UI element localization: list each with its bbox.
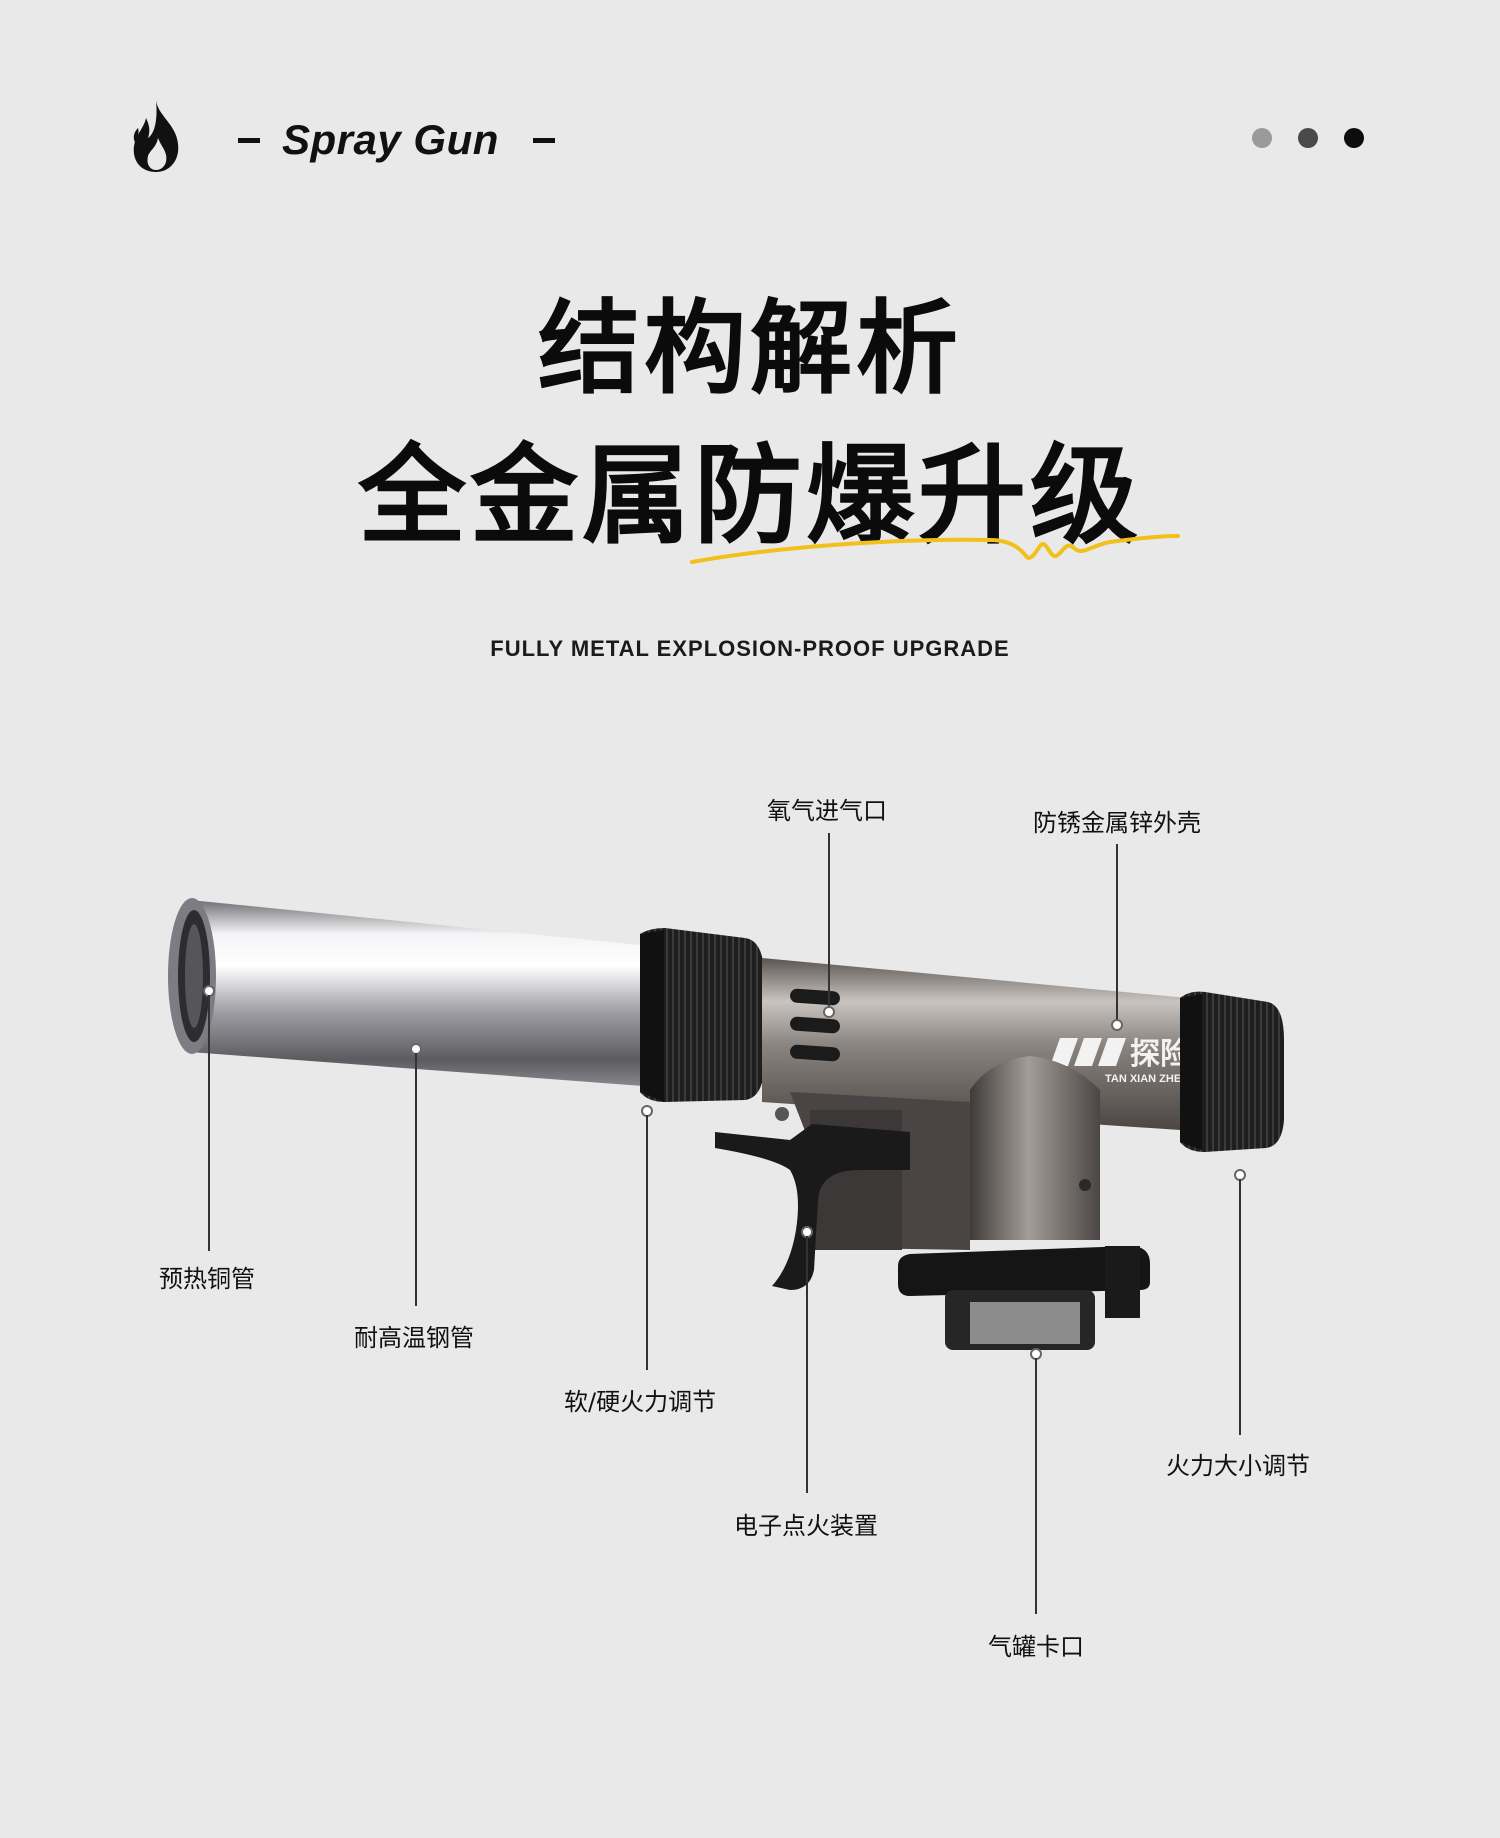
label-steel-tube: 耐高温钢管: [354, 1324, 474, 1352]
flame-icon: [133, 100, 179, 172]
label-preheat-tube: 预热铜管: [159, 1265, 255, 1293]
brand-text: Spray Gun: [282, 116, 499, 163]
leader-zinc-shell: [1116, 844, 1118, 1022]
leader-gas-mount: [1035, 1358, 1037, 1614]
leader-soft-hard-flame: [646, 1115, 648, 1370]
label-flame-size: 火力大小调节: [1166, 1452, 1310, 1480]
label-ignition: 电子点火装置: [734, 1512, 878, 1540]
leader-flame-size: [1239, 1179, 1241, 1435]
label-soft-hard-flame: 软/硬火力调节: [564, 1388, 717, 1416]
pagination-dots: [1252, 128, 1364, 148]
tanxianzhe-logo: 探险者 TAN XIAN ZHE: [1050, 1037, 1220, 1085]
pagination-dot-1[interactable]: [1252, 128, 1272, 148]
page-title: 结构解析: [538, 290, 962, 409]
svg-text:TAN XIAN ZHE: TAN XIAN ZHE: [1105, 1073, 1181, 1085]
pagination-dot-2[interactable]: [1298, 128, 1318, 148]
brand-title: Spray Gun: [238, 112, 555, 168]
pin-zinc-shell: [1111, 1019, 1123, 1031]
label-oxygen-inlet: 氧气进气口: [767, 797, 887, 825]
page-subheading: 全金属防爆升级: [357, 434, 1142, 559]
english-subtitle: FULLY METAL EXPLOSION-PROOF UPGRADE: [490, 636, 1010, 661]
leader-oxygen-inlet: [828, 833, 830, 1008]
spray-gun-image: 探险者 TAN XIAN ZHE: [168, 898, 1284, 1350]
label-gas-mount: 气罐卡口: [988, 1633, 1084, 1661]
underline-squiggle: [690, 534, 1180, 564]
leader-steel-tube: [415, 1053, 417, 1306]
leader-preheat-tube: [208, 995, 210, 1251]
pagination-dot-3[interactable]: [1344, 128, 1364, 148]
pin-oxygen-inlet: [823, 1006, 835, 1018]
label-zinc-shell: 防锈金属锌外壳: [1033, 809, 1201, 837]
dash-left: [238, 137, 260, 143]
dash-right: [532, 137, 555, 143]
leader-ignition: [806, 1236, 808, 1493]
